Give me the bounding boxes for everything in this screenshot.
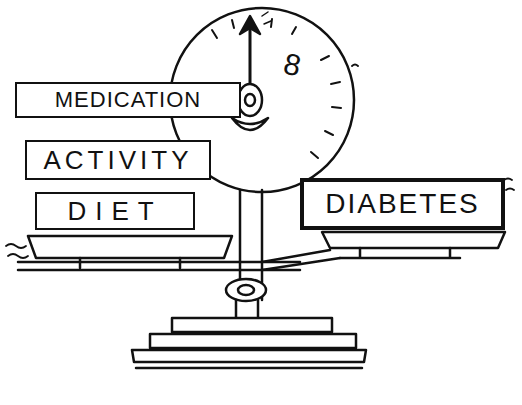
stand-base	[132, 350, 366, 368]
box-label: MEDICATION	[55, 89, 201, 111]
right-pan-support	[340, 248, 460, 258]
dial-counterweight	[232, 118, 268, 130]
motion-lines-right	[352, 65, 514, 191]
weight-box: ACTIVITY	[25, 140, 211, 180]
pivot-pin	[238, 285, 254, 295]
dial-hub	[238, 84, 262, 116]
stand-top	[172, 318, 332, 332]
stand-neck	[236, 300, 258, 318]
left-arm	[18, 262, 300, 270]
motion-lines-left	[6, 244, 28, 258]
dial-hub-pin	[245, 94, 255, 106]
left-pan-support	[80, 258, 180, 268]
weight-box: DIET	[35, 192, 195, 230]
pivot-ring	[226, 279, 266, 301]
weight-box: MEDICATION	[15, 82, 241, 118]
left-pan	[28, 236, 232, 258]
right-arm	[262, 250, 340, 270]
right-pan	[322, 232, 505, 248]
dial-needle	[240, 12, 271, 85]
box-label: ACTIVITY	[43, 147, 192, 173]
box-label: DIET	[67, 198, 162, 224]
box-label: DIABETES	[325, 190, 479, 218]
stand-middle	[150, 334, 356, 348]
condition-box: DIABETES	[300, 178, 505, 230]
